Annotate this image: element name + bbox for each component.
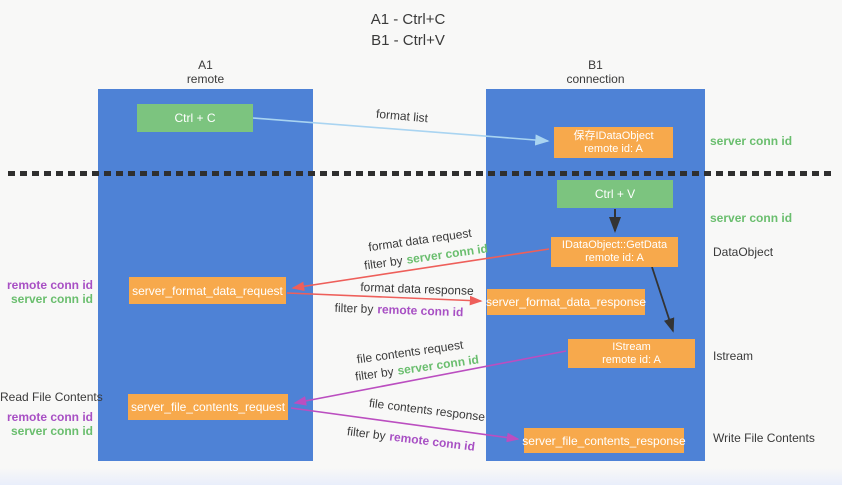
lifeline-header-b1: B1 connection (486, 58, 705, 86)
node-format-request-label: server_format_data_request (132, 283, 283, 298)
node-server-format-data-response: server_format_data_response (485, 289, 647, 315)
remote-conn-id-text: remote conn id (388, 429, 476, 454)
node-istream-line2: remote id: A (602, 353, 661, 366)
node-server-file-contents-response: server_file_contents_response (522, 428, 686, 453)
filter-by-text: filter by (363, 253, 404, 273)
node-file-request-label: server_file_contents_request (130, 400, 286, 414)
annotation-write-file-contents: Write File Contents (713, 431, 815, 445)
annotation-remote-conn-id-mid: remote conn id (6, 278, 93, 292)
annotation-dataobject: DataObject (713, 245, 774, 259)
filter-by-text: filter by (346, 424, 387, 443)
node-getdata-line2: remote id: A (585, 252, 644, 264)
node-getdata-line1: IDataObject::GetData (561, 239, 668, 251)
remote-conn-id-text: remote conn id (377, 302, 464, 320)
lifeline-b1-role: connection (566, 72, 625, 86)
annotation-server-conn-id-top: server conn id (710, 134, 793, 148)
bottom-fade-strip (0, 468, 842, 485)
node-save-idataobject-line1: 保存IDataObject (573, 129, 654, 142)
annotation-left-server-conn-id-mid: server conn id (10, 292, 93, 306)
lifeline-a1-name: A1 (198, 58, 213, 72)
node-format-response-label: server_format_data_response (485, 295, 647, 309)
node-ctrl-c-label: Ctrl + C (174, 111, 216, 125)
annotation-istream: Istream (713, 349, 754, 363)
phase-separator-dotted-line (8, 171, 834, 176)
annotation-server-conn-id-mid: server conn id (710, 211, 793, 225)
lifeline-b1-name: B1 (588, 58, 603, 72)
diagram-title: A1 - Ctrl+C B1 - Ctrl+V (0, 9, 816, 51)
node-server-format-data-request: server_format_data_request (129, 277, 286, 304)
node-idataobject-getdata: IDataObject::GetData remote id: A (551, 237, 678, 267)
node-file-response-label: server_file_contents_response (522, 433, 686, 448)
title-line-b1: B1 - Ctrl+V (371, 32, 445, 49)
node-ctrl-v-label: Ctrl + V (594, 187, 636, 201)
node-server-file-contents-request: server_file_contents_request (128, 394, 288, 420)
filter-by-text: filter by (354, 364, 395, 384)
annotation-left-server-conn-id-bottom: server conn id (10, 424, 93, 438)
format-data-response-label: format data response (360, 280, 474, 298)
node-ctrl-v: Ctrl + V (557, 180, 673, 208)
node-save-idataobject-line2: remote id: A (584, 142, 643, 155)
format-list-label: format list (375, 106, 429, 126)
lifeline-a1-role: remote (186, 72, 225, 86)
filter-by-text: filter by (334, 300, 374, 317)
annotation-remote-conn-id-bottom: remote conn id (6, 410, 93, 424)
title-line-a1: A1 - Ctrl+C (370, 11, 446, 28)
node-ctrl-c: Ctrl + C (137, 104, 253, 132)
file-contents-response-label: file contents response (368, 395, 486, 425)
node-save-idataobject: 保存IDataObject remote id: A (554, 127, 673, 158)
annotation-read-file-contents: Read File Contents (0, 390, 103, 404)
lifeline-header-a1: A1 remote (98, 58, 313, 86)
node-istream-line1: IStream (612, 340, 651, 353)
node-istream: IStream remote id: A (568, 339, 695, 368)
